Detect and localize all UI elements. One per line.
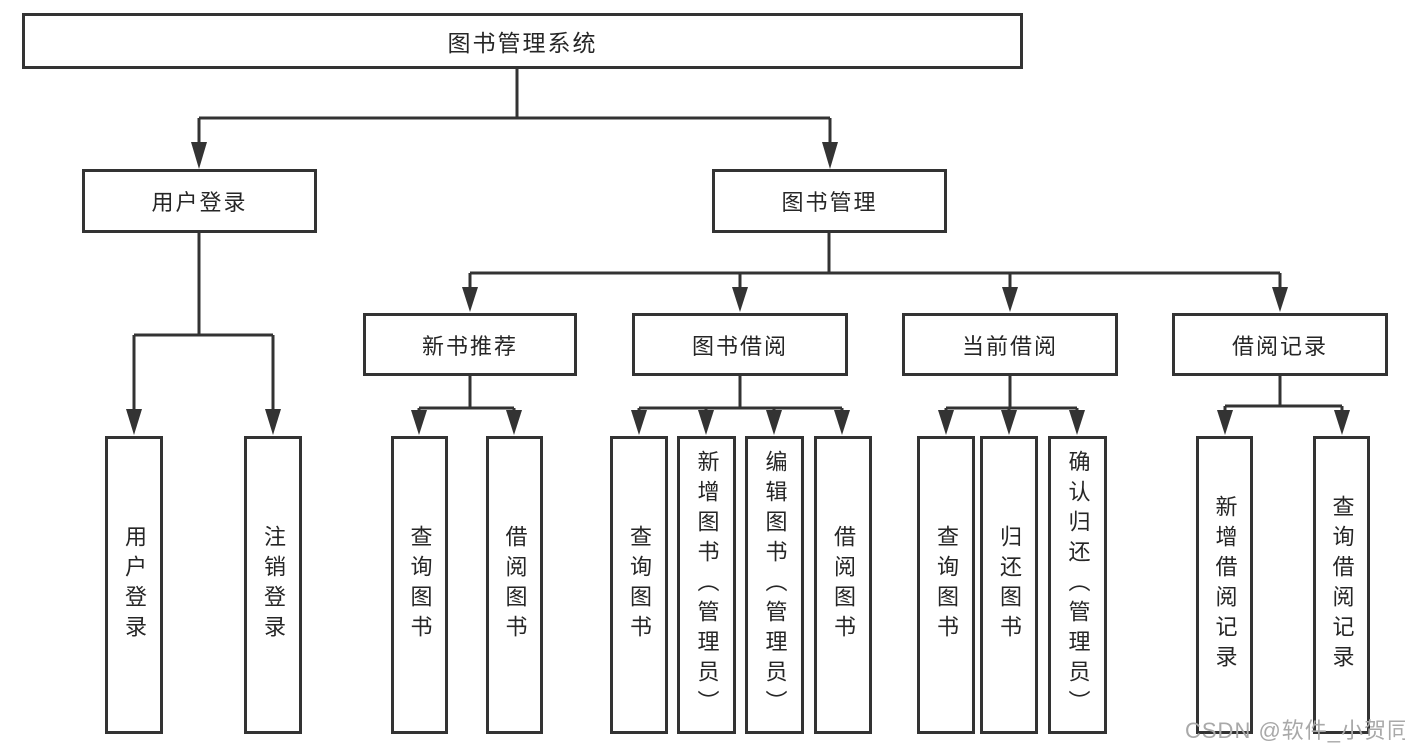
leaf-br-query-borrow-record: 查询借阅记录 [1313,436,1370,734]
node-book-borrowing: 图书借阅 [632,313,848,376]
leaf-cb-return-books: 归还图书 [980,436,1038,734]
leaf-bb-edit-books-admin: 编辑图书（管理员） [745,436,804,734]
leaf-br-add-borrow-record: 新增借阅记录 [1196,436,1253,734]
node-library-management-system: 图书管理系统 [22,13,1023,69]
leaf-bb-borrow-books: 借阅图书 [814,436,872,734]
leaf-logout: 注销登录 [244,436,302,734]
leaf-cb-query-books: 查询图书 [917,436,975,734]
node-borrowing-records: 借阅记录 [1172,313,1388,376]
leaf-nbr-query-books: 查询图书 [391,436,448,734]
leaf-user-login: 用户登录 [105,436,163,734]
leaf-nbr-borrow-books: 借阅图书 [486,436,543,734]
leaf-cb-confirm-return-admin: 确认归还（管理员） [1048,436,1107,734]
node-user-login: 用户登录 [82,169,317,233]
node-current-borrowing: 当前借阅 [902,313,1118,376]
node-book-management: 图书管理 [712,169,947,233]
leaf-bb-query-books: 查询图书 [610,436,668,734]
leaf-bb-add-books-admin: 新增图书（管理员） [677,436,736,734]
csdn-watermark: CSDN @软件_小贺同学 [1185,718,1405,743]
node-new-book-recommendation: 新书推荐 [363,313,577,376]
